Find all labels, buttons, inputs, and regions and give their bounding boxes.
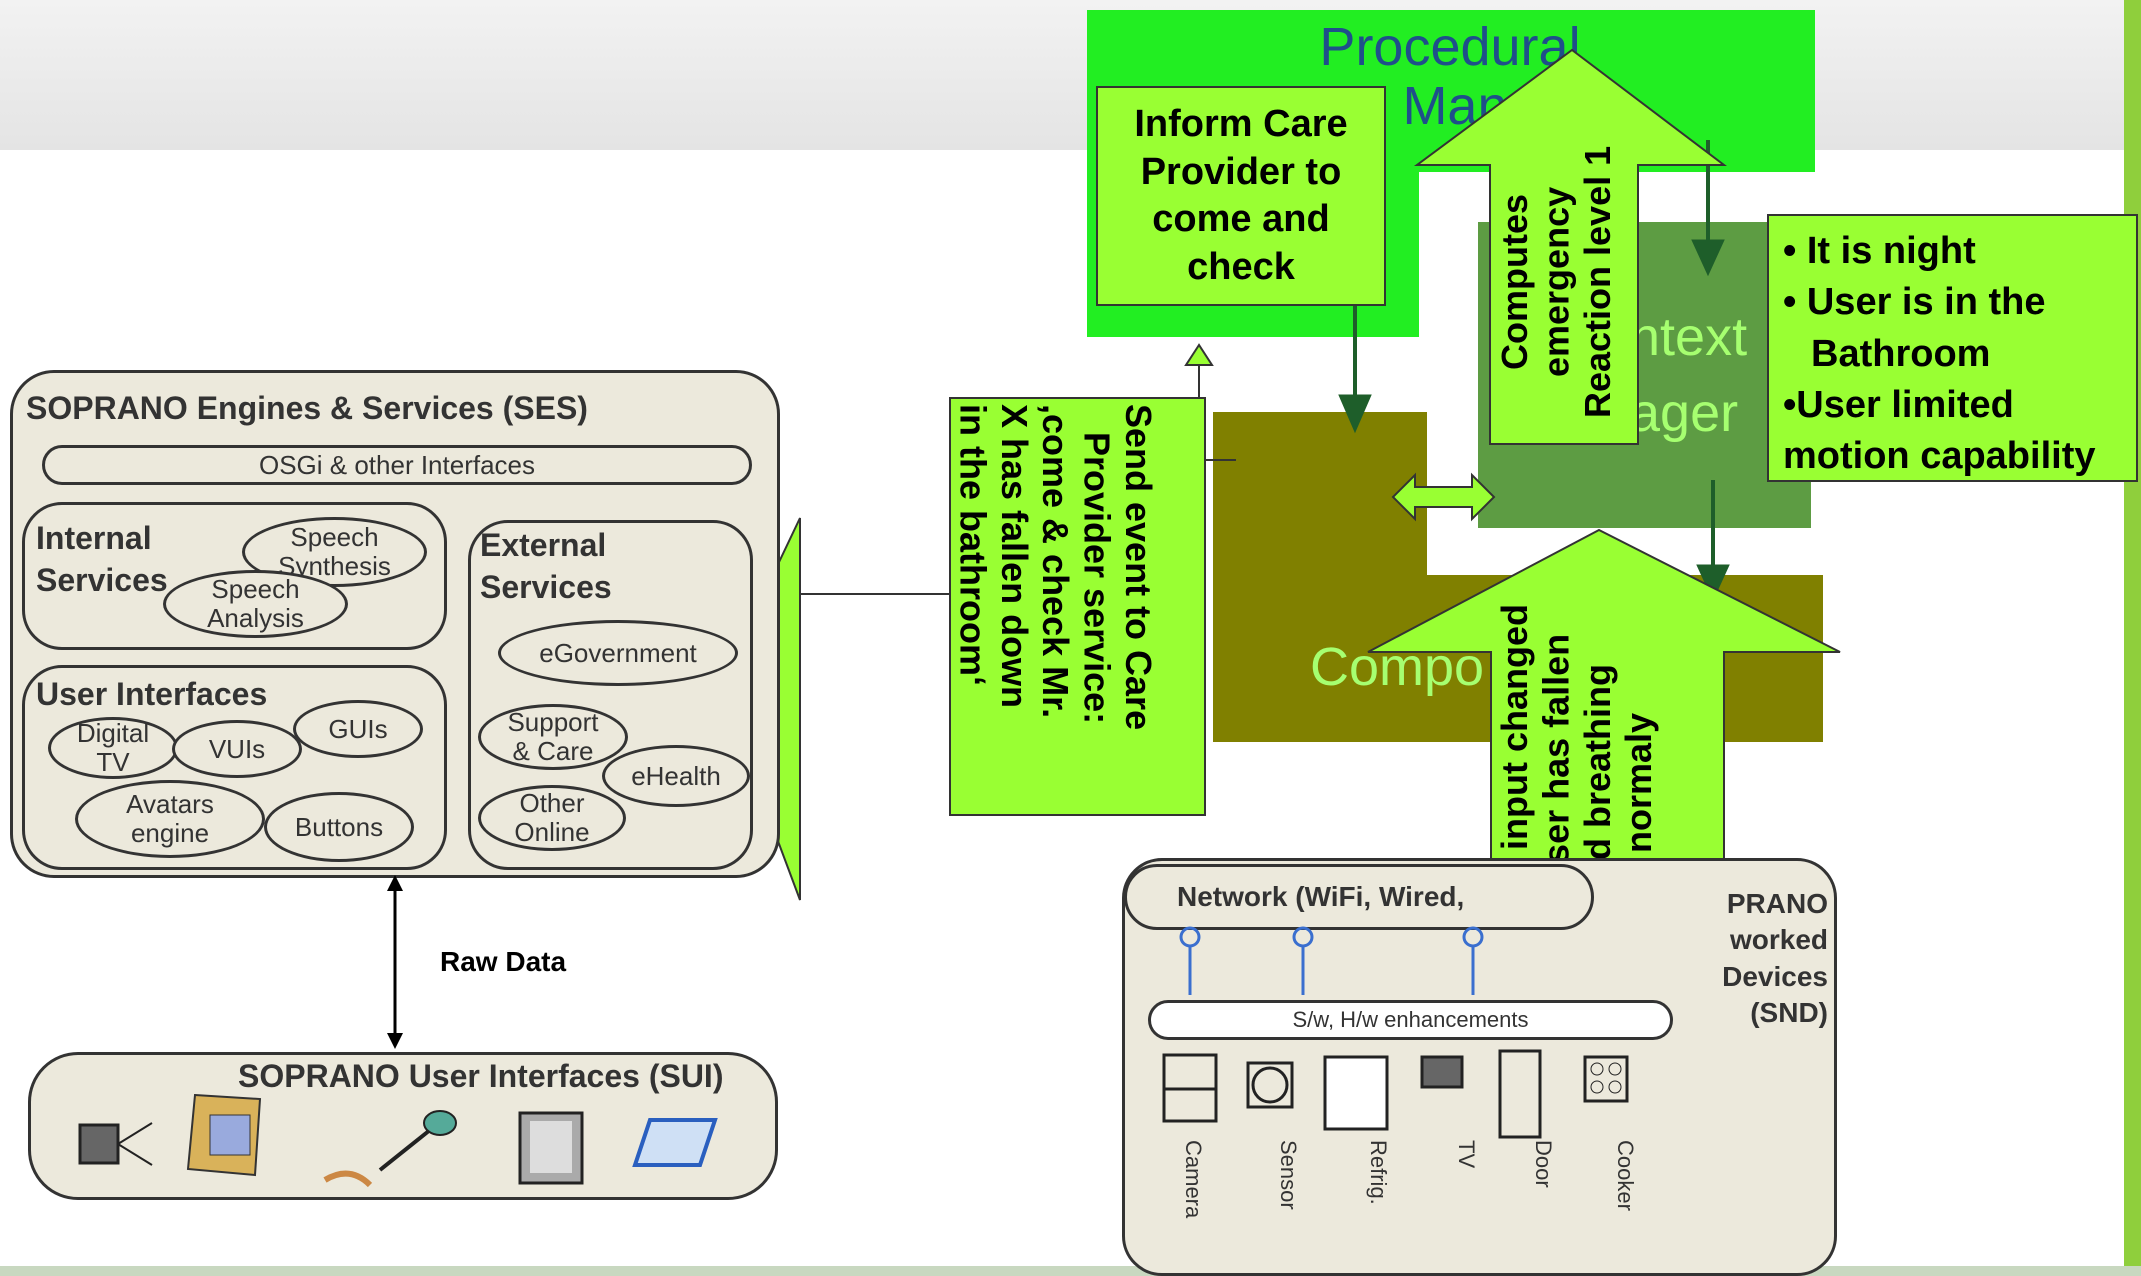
sensor-device-icon (1246, 1061, 1294, 1109)
network-bar: Network (WiFi, Wired, (1124, 864, 1594, 930)
monitor-icon (518, 1111, 584, 1185)
network-label: Network (WiFi, Wired, (1177, 881, 1465, 912)
raw-data-label: Raw Data (440, 946, 567, 977)
buttons-label: Buttons (294, 811, 384, 842)
external-services-title: External Services (480, 525, 612, 608)
context-fact-location: • User is in the (1783, 281, 2046, 324)
speech-analysis-1: Speech (211, 574, 300, 605)
device-label-sensor: Sensor (1276, 1140, 1301, 1210)
user-interfaces-group (22, 665, 447, 870)
context-fact-night: • It is night (1783, 230, 1976, 272)
snd-title-4: (SND) (1750, 997, 1828, 1029)
context-facts-box: • It is night • User is in the Bathroom … (1767, 214, 2138, 482)
pen-tablet-icon (632, 1118, 718, 1167)
ses-title: SOPRANO Engines & Services (SES) (26, 390, 588, 426)
context-fact-capability: •User limited (1783, 383, 2014, 426)
enhancements-bar: S/w, H/w enhancements (1148, 1000, 1673, 1040)
context-fact-location-2: Bathroom (1811, 332, 1991, 375)
vuis-oval: VUIs (172, 720, 302, 778)
snd-title: PRANO worked Devices (SND) (1716, 886, 1828, 1032)
snd-title-3: Devices (1722, 960, 1828, 992)
radar-line4: normaly (1618, 712, 1660, 854)
osgi-interfaces-bar: OSGi & other Interfaces (42, 445, 752, 485)
vuis-label: VUIs (208, 733, 266, 764)
tv-device-icon (78, 1122, 153, 1166)
internal-title-1: Internal (36, 520, 152, 556)
send-line2: Provider service: (1076, 432, 1118, 725)
device-label-tv: TV (1454, 1140, 1479, 1169)
internal-services-title: Internal Services (36, 518, 168, 601)
computes-line1: Computes (1494, 194, 1535, 371)
other-1: Other (519, 788, 585, 819)
snd-device-labels: Camera Sensor Refrig. TV Door Cooker (1170, 1140, 1690, 1250)
computes-arrow (1413, 48, 1727, 445)
door-device-icon (1498, 1049, 1542, 1139)
device-label-cooker: Cooker (1613, 1140, 1638, 1211)
computes-line2: emergency (1535, 186, 1577, 378)
device-label-door: Door (1531, 1140, 1556, 1188)
sui-device-icons (78, 1093, 718, 1188)
osgi-interfaces-label: OSGi & other Interfaces (258, 449, 535, 480)
inform-care-provider-text: Inform Care Provider to come and check (1134, 103, 1348, 288)
support-2: & Care (512, 736, 594, 766)
ehealth-oval: eHealth (602, 745, 750, 807)
digital-tv-2: TV (96, 747, 130, 777)
tv-small-icon (1420, 1055, 1464, 1089)
guis-label: GUIs (328, 713, 388, 744)
ehealth-label: eHealth (631, 760, 721, 791)
enhancements-label: S/w, H/w enhancements (1292, 1007, 1529, 1032)
computes-line3: Reaction level 1 (1576, 145, 1618, 419)
avatars-1: Avatars (126, 789, 214, 820)
external-services-group (468, 520, 753, 870)
digital-tv-1: Digital (76, 718, 150, 749)
egovernment-oval: eGovernment (498, 620, 738, 686)
other-2: Online (514, 817, 590, 847)
computes-arrow-text: Computes emergency Reaction level 1 (1494, 120, 1618, 444)
sui-title: SOPRANO User Interfaces (SUI) (238, 1058, 724, 1094)
support-care-oval: Support& Care (478, 704, 628, 770)
speech-analysis-2: Analysis (207, 603, 304, 633)
context-manager-label: ntext ager (1630, 300, 1747, 451)
external-title-2: Services (480, 568, 612, 605)
snd-title-1: PRANO (1726, 888, 1828, 919)
raw-data-arrow (387, 875, 403, 1049)
microphone-icon (323, 1110, 457, 1188)
send-line5: in the bathroom‘ (952, 404, 994, 686)
speech-synthesis-1: Speech (290, 522, 379, 553)
send-line3: ,come & check Mr. (1035, 404, 1077, 719)
egovernment-label: eGovernment (539, 637, 697, 668)
buttons-oval: Buttons (264, 792, 414, 862)
device-label-camera: Camera (1181, 1140, 1206, 1219)
internal-services-group (22, 502, 447, 650)
procedural-title-line1: Procedural (1319, 17, 1581, 77)
snd-device-icons (1162, 1049, 1629, 1139)
device-label-refrig: Refrig. (1366, 1140, 1391, 1205)
context-fact-capability-2: motion capability (1783, 435, 2096, 478)
snd-title-2: worked (1729, 924, 1828, 956)
avatars-2: engine (130, 818, 210, 848)
camera-device-icon (1162, 1053, 1218, 1123)
guis-oval: GUIs (293, 700, 423, 758)
network-connectors (1179, 926, 1484, 995)
cooker-device-icon (1583, 1055, 1629, 1103)
send-line1: Send event to Care (1117, 404, 1159, 731)
support-1: Support (507, 707, 599, 738)
external-title-1: External (480, 527, 607, 563)
inform-care-provider-box: Inform Care Provider to come and check (1096, 86, 1386, 306)
user-interfaces-title: User Interfaces (36, 676, 268, 712)
context-label-part2: ager (1630, 382, 1739, 443)
send-arrow-text: Send event to Care Provider service: ,co… (952, 404, 1159, 814)
tablet-touch-icon (186, 1093, 262, 1177)
context-label-part1: ntext (1630, 307, 1748, 367)
bottom-edge-line (0, 1266, 2141, 1276)
send-line4: X has fallen down (993, 404, 1035, 709)
refrigerator-icon (1323, 1055, 1389, 1131)
double-arrow (1391, 472, 1496, 522)
internal-title-2: Services (36, 561, 168, 598)
